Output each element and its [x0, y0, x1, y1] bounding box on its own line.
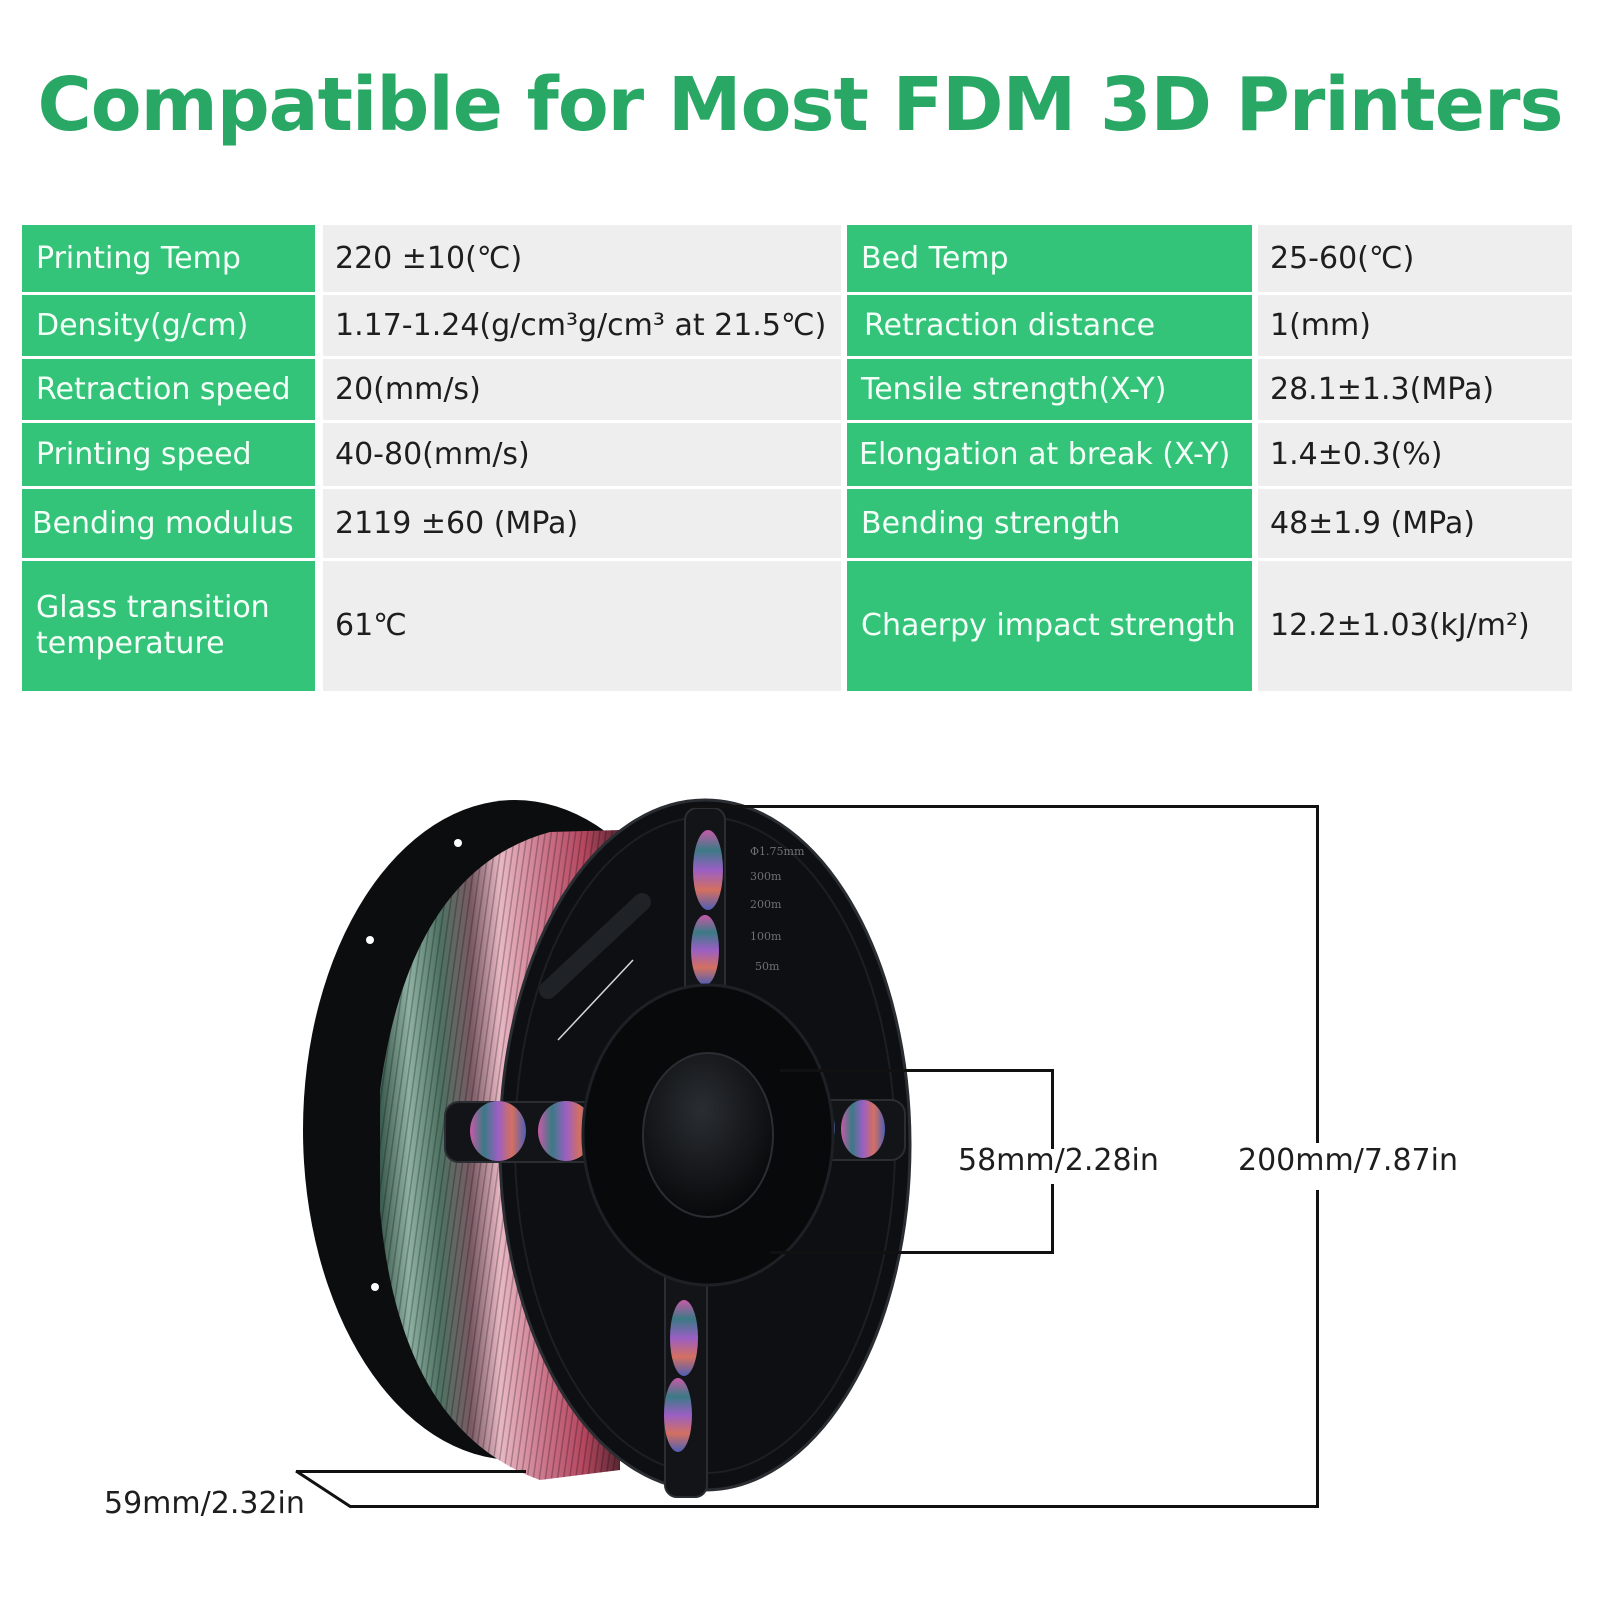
spec-label: Density(g/cm)	[22, 295, 315, 356]
spec-value: 28.1±1.3(MPa)	[1258, 359, 1572, 420]
spec-row: Density(g/cm) 1.17-1.24(g/cm³g/cm³ at 21…	[22, 295, 1572, 356]
marking: 50m	[755, 960, 780, 973]
filament-spool-image: Φ1.75mm 300m 200m 100m 50m	[290, 790, 950, 1520]
hub-diameter-line-right-lower	[1051, 1184, 1054, 1254]
spec-label: Retraction distance	[847, 295, 1252, 356]
spec-value: 12.2±1.03(kJ/m²)	[1258, 561, 1572, 691]
spec-label: Printing Temp	[22, 225, 315, 292]
spec-label: Bending modulus	[22, 489, 315, 558]
spec-row: Retraction speed 20(mm/s) Tensile streng…	[22, 359, 1572, 420]
spec-label: Chaerpy impact strength	[847, 561, 1252, 691]
spec-value: 61℃	[323, 561, 841, 691]
marking: 100m	[750, 930, 782, 943]
hub-diameter-line-right-upper	[1051, 1069, 1054, 1149]
spool-hub	[642, 1052, 774, 1218]
spec-value: 2119 ±60 (MPa)	[323, 489, 841, 558]
spec-label: Glass transition temperature	[22, 561, 315, 691]
hub-diameter-line-bottom	[770, 1251, 1054, 1254]
page-title: Compatible for Most FDM 3D Printers	[37, 62, 1563, 148]
spec-row: Glass transition temperature 61℃ Chaerpy…	[22, 561, 1572, 691]
hub-diameter-label: 58mm/2.28in	[958, 1143, 1159, 1178]
spec-value: 1.4±0.3(%)	[1258, 423, 1572, 486]
spec-label: Tensile strength(X-Y)	[847, 359, 1252, 420]
outer-diameter-line-right-lower	[1316, 1190, 1319, 1508]
outer-diameter-line-bottom	[350, 1505, 1319, 1508]
spec-label: Elongation at break (X-Y)	[847, 423, 1252, 486]
marking: 200m	[750, 898, 782, 911]
marking: 300m	[750, 870, 782, 883]
spec-label: Bending strength	[847, 489, 1252, 558]
spec-value: 1.17-1.24(g/cm³g/cm³ at 21.5℃)	[323, 295, 841, 356]
spec-row: Bending modulus 2119 ±60 (MPa) Bending s…	[22, 489, 1572, 558]
spec-value: 20(mm/s)	[323, 359, 841, 420]
outer-diameter-line-top	[690, 805, 1319, 808]
spec-value: 25-60(℃)	[1258, 225, 1572, 292]
width-line-top	[296, 1470, 526, 1473]
width-label: 59mm/2.32in	[104, 1486, 305, 1521]
spool-illustration: Φ1.75mm 300m 200m 100m 50m	[303, 798, 912, 1498]
outer-diameter-label: 200mm/7.87in	[1238, 1143, 1458, 1178]
marking: Φ1.75mm	[750, 845, 805, 858]
spec-label: Printing speed	[22, 423, 315, 486]
spec-value: 1(mm)	[1258, 295, 1572, 356]
width-line-diagonal	[295, 1469, 352, 1509]
spec-value: 40-80(mm/s)	[323, 423, 841, 486]
spec-label: Retraction speed	[22, 359, 315, 420]
hub-diameter-line-top	[780, 1069, 1054, 1072]
outer-diameter-line-right-upper	[1316, 805, 1319, 1175]
spec-value: 220 ±10(℃)	[323, 225, 841, 292]
spec-value: 48±1.9 (MPa)	[1258, 489, 1572, 558]
spec-row: Printing speed 40-80(mm/s) Elongation at…	[22, 423, 1572, 486]
spec-row: Printing Temp 220 ±10(℃) Bed Temp 25-60(…	[22, 225, 1572, 292]
spec-label: Bed Temp	[847, 225, 1252, 292]
